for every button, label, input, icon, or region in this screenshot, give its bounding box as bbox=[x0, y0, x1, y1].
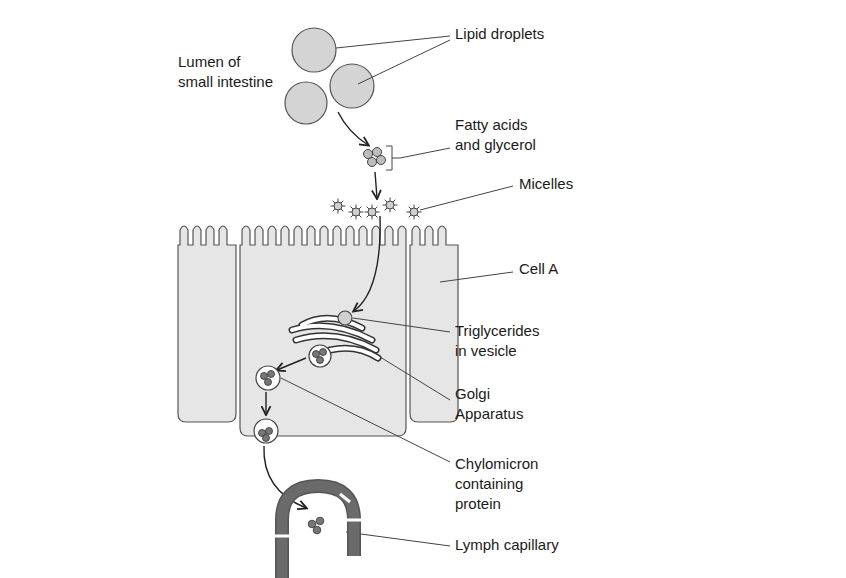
chylomicron-contents bbox=[259, 349, 327, 442]
micelle-head bbox=[368, 208, 376, 216]
micelle bbox=[349, 205, 364, 220]
epithelial-cell bbox=[240, 226, 406, 436]
micelle-tail bbox=[414, 205, 415, 209]
diagram-label: Cell A bbox=[519, 259, 558, 279]
micelle-tail bbox=[418, 212, 422, 213]
lymph-capillary bbox=[274, 486, 362, 578]
micelle-tail bbox=[409, 207, 411, 209]
micelle-tail bbox=[333, 209, 335, 211]
micelle-tail bbox=[331, 206, 335, 207]
micelle-tail bbox=[349, 212, 353, 213]
micelle-tail bbox=[351, 215, 353, 217]
micelle-tail bbox=[417, 207, 419, 209]
micelles bbox=[331, 198, 422, 220]
micelle-head bbox=[410, 208, 418, 216]
micelle-tail bbox=[393, 200, 395, 202]
micelle-tail bbox=[338, 199, 339, 203]
micelle-tail bbox=[385, 208, 387, 210]
diagram-label: Lymph capillary bbox=[455, 535, 559, 555]
lipid-droplets bbox=[285, 28, 374, 124]
micelle-tail bbox=[409, 215, 411, 217]
micelle-tail bbox=[372, 216, 373, 220]
diagram-label: Micelles bbox=[519, 174, 573, 194]
micelle-tail bbox=[333, 201, 335, 203]
micelle-tail bbox=[376, 212, 380, 213]
micelle-tail bbox=[356, 205, 357, 209]
diagram-label: Chylomicron containing protein bbox=[455, 454, 550, 514]
micelle-head bbox=[386, 201, 394, 209]
diagram-label: Lumen of small intestine bbox=[178, 52, 277, 92]
diagram-label: Triglycerides in vesicle bbox=[455, 321, 547, 361]
micelle-tail bbox=[359, 207, 361, 209]
chylomicron-in-lymph bbox=[308, 517, 324, 534]
micelle-tail bbox=[394, 205, 398, 206]
micelle-tail bbox=[372, 205, 373, 209]
micelle-tail bbox=[407, 212, 411, 213]
micelle-tail bbox=[341, 201, 343, 203]
micelle bbox=[383, 198, 398, 213]
micelle-tail bbox=[338, 210, 339, 214]
micelle-tail bbox=[342, 206, 346, 207]
micelle-tail bbox=[367, 207, 369, 209]
micelle bbox=[365, 205, 380, 220]
golgi-apparatus bbox=[292, 318, 378, 358]
diagram-label: Fatty acids and glycerol bbox=[455, 115, 545, 155]
micelle-head bbox=[352, 208, 360, 216]
micelle-tail bbox=[383, 205, 387, 206]
flow-arrows bbox=[264, 112, 380, 508]
diagram-label: Golgi Apparatus bbox=[455, 384, 535, 424]
micelle bbox=[407, 205, 422, 220]
epithelial-cell bbox=[178, 226, 236, 422]
micelle-tail bbox=[367, 215, 369, 217]
micelle-tail bbox=[385, 200, 387, 202]
bracket bbox=[386, 146, 400, 170]
micelle-tail bbox=[375, 215, 377, 217]
fatty-acid-cluster bbox=[364, 148, 386, 167]
micelle-tail bbox=[414, 216, 415, 220]
micelle-head bbox=[334, 202, 342, 210]
epithelial-cell bbox=[410, 226, 458, 422]
diagram-label: Lipid droplets bbox=[455, 24, 544, 44]
micelle-tail bbox=[359, 215, 361, 217]
micelle-tail bbox=[341, 209, 343, 211]
micelle-tail bbox=[390, 198, 391, 202]
micelle-tail bbox=[356, 216, 357, 220]
micelle bbox=[331, 199, 346, 214]
vesicles bbox=[254, 311, 352, 443]
micelle-tail bbox=[351, 207, 353, 209]
epithelial-cells bbox=[178, 226, 458, 436]
micelle-tail bbox=[365, 212, 369, 213]
micelle-tail bbox=[360, 212, 364, 213]
micelle-tail bbox=[390, 209, 391, 213]
micelle-tail bbox=[417, 215, 419, 217]
micelle-tail bbox=[375, 207, 377, 209]
micelle-tail bbox=[393, 208, 395, 210]
